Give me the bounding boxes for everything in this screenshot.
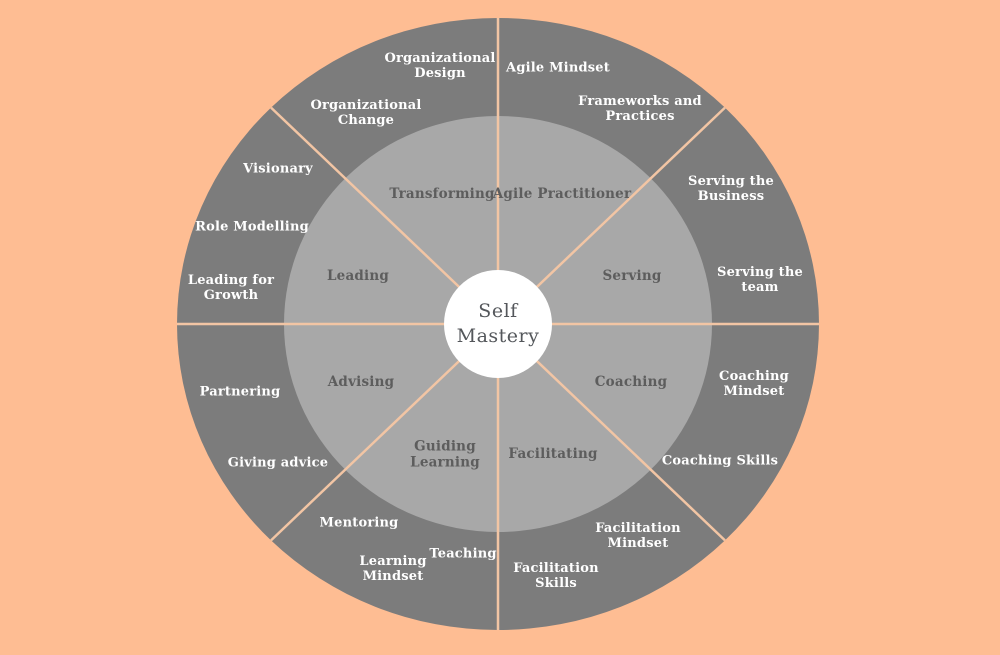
hub-circle <box>444 270 552 378</box>
hub-label: Self Mastery <box>456 299 540 347</box>
